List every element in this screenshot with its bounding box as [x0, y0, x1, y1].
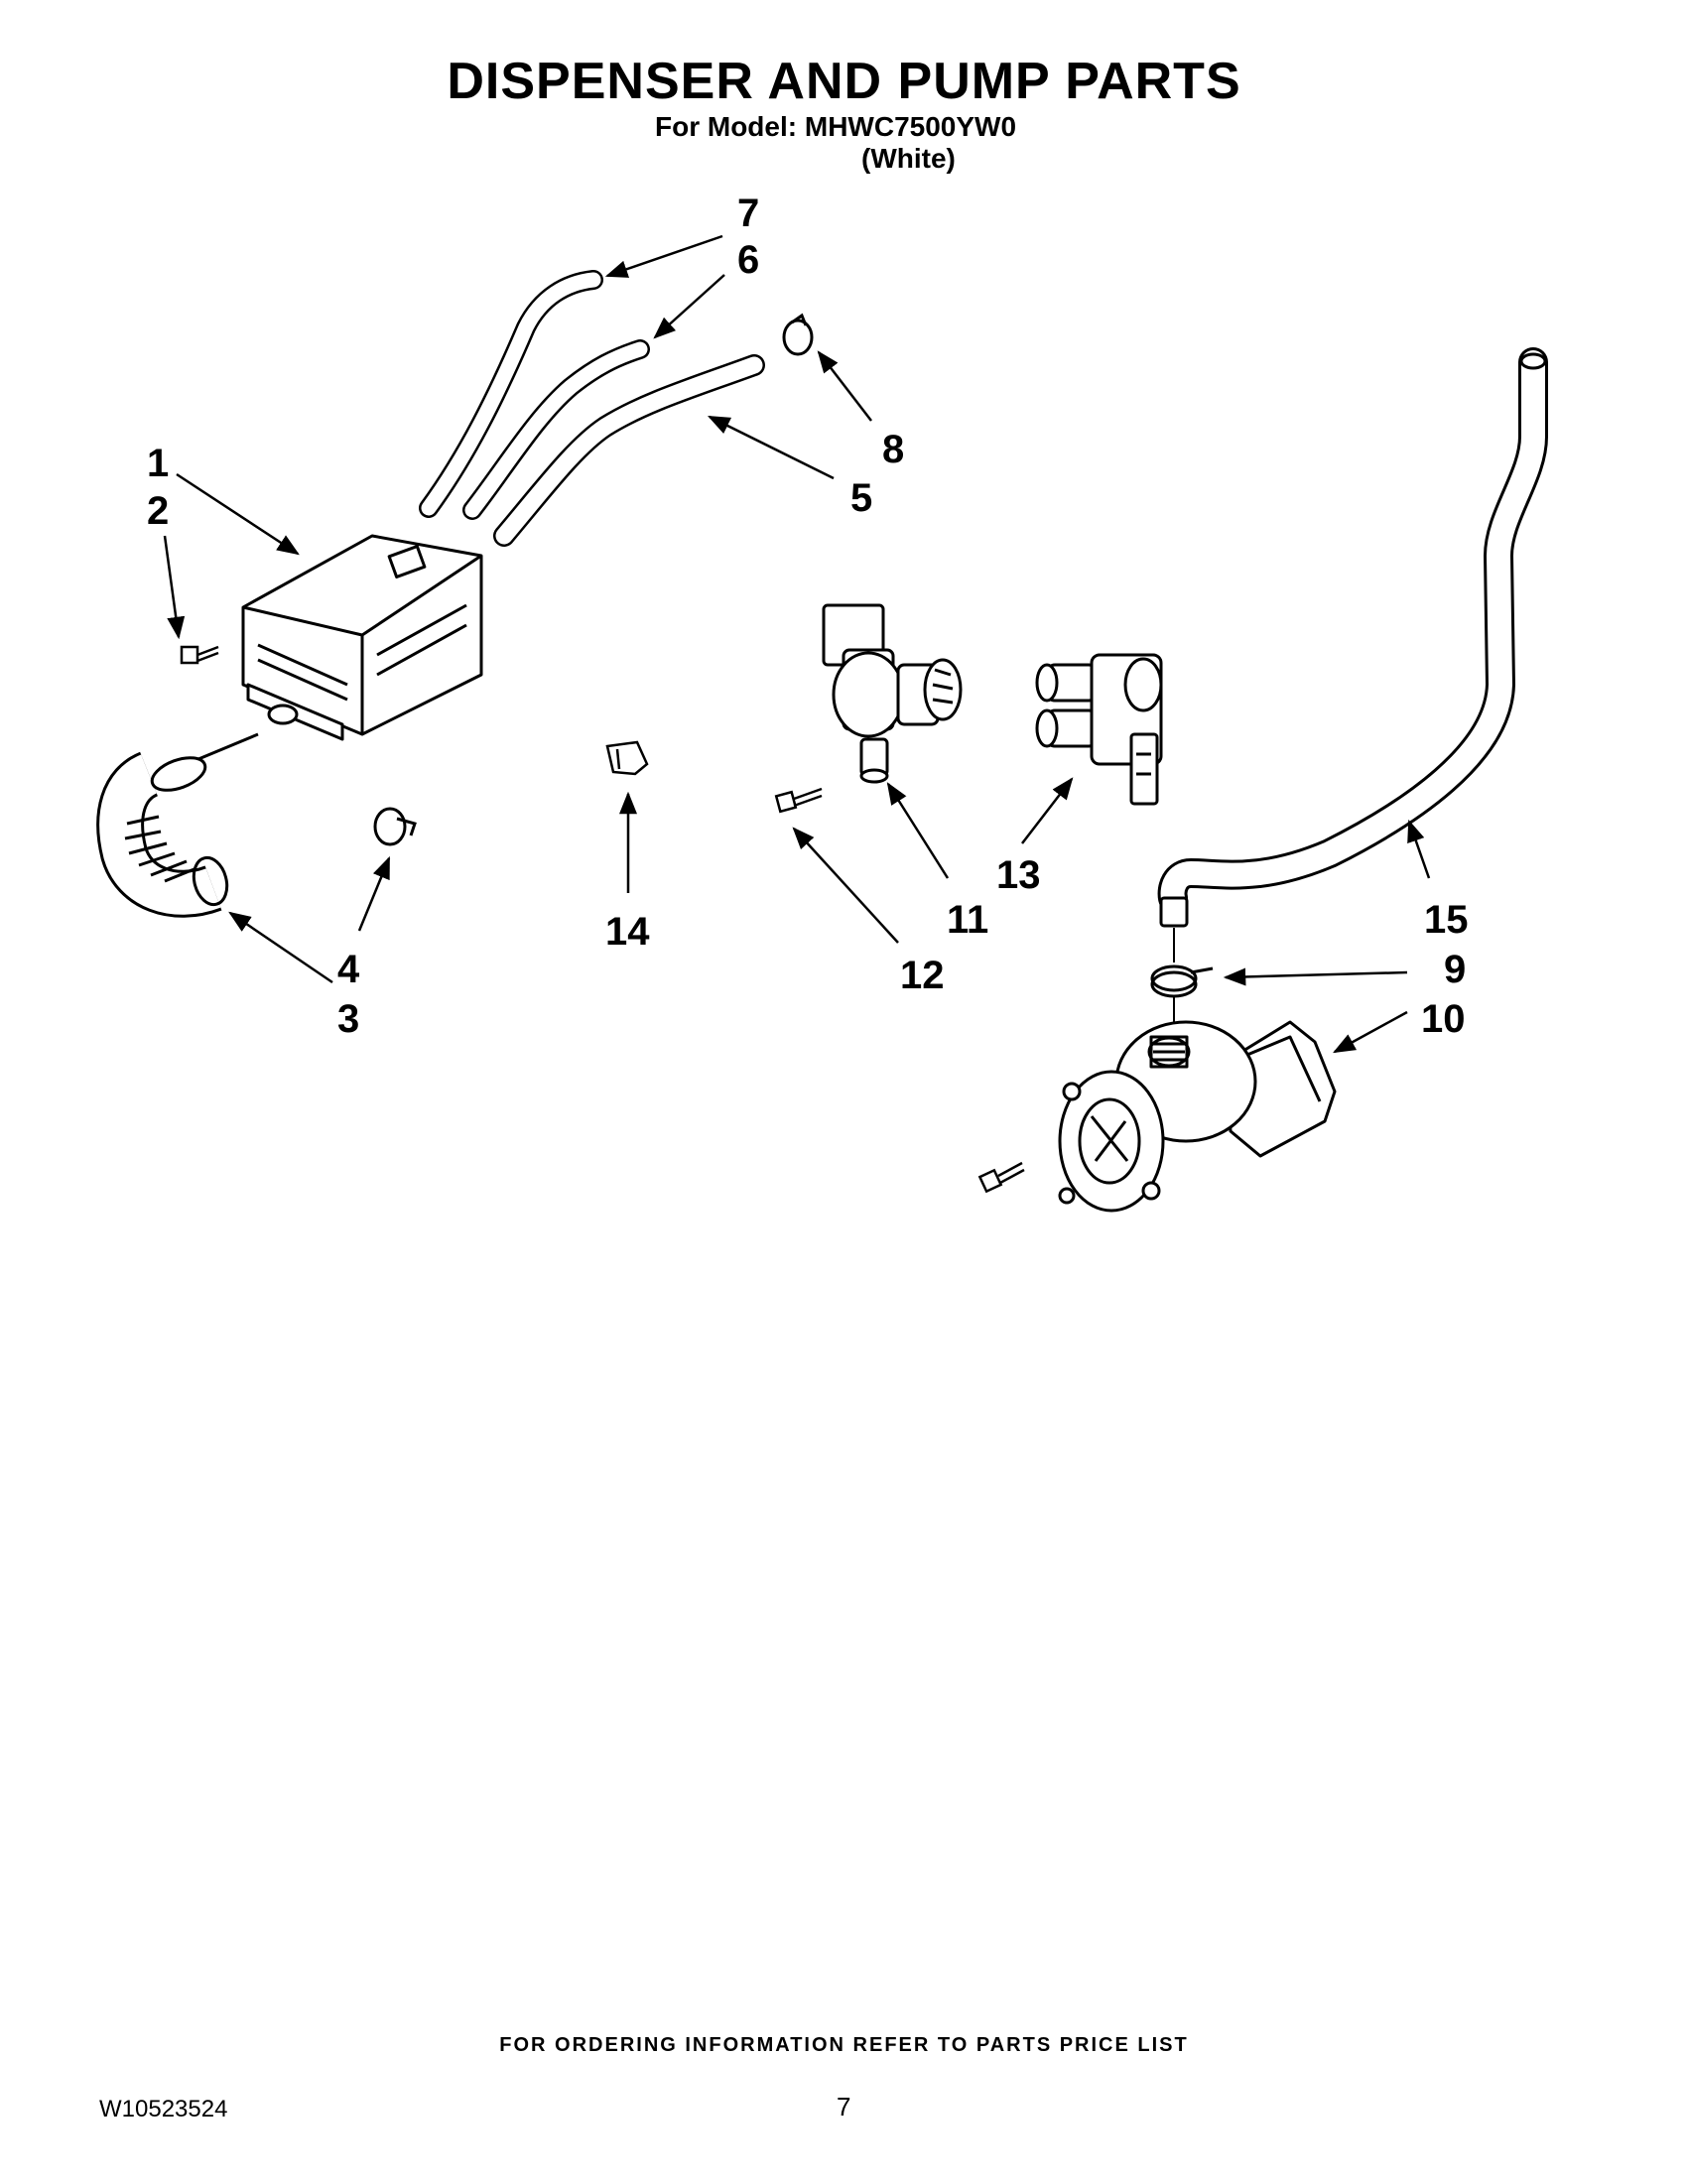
ordering-note: FOR ORDERING INFORMATION REFER TO PARTS …	[499, 2034, 1189, 2056]
inlet-hoses	[419, 270, 765, 547]
leader-8	[817, 350, 872, 422]
leader-9	[1223, 967, 1408, 986]
callout-9: 9	[1444, 948, 1466, 991]
leader-5	[707, 415, 835, 480]
leader-11	[886, 782, 950, 879]
leader-10	[1333, 1010, 1408, 1054]
screw-12	[774, 787, 823, 814]
leader-arrows	[163, 234, 1431, 1054]
page-title: DISPENSER AND PUMP PARTS	[447, 53, 1241, 110]
drain-hose-15	[1157, 347, 1548, 928]
inlet-hose-5	[493, 354, 765, 547]
leader-4	[357, 855, 391, 932]
callout-12: 12	[900, 954, 945, 997]
hose-clamp-9	[1150, 928, 1214, 1037]
document-number: W10523524	[99, 2096, 228, 2122]
inlet-hose-5-core	[495, 356, 763, 545]
clip-14	[605, 740, 649, 776]
callout-6: 6	[737, 238, 759, 282]
screw-pump	[977, 1161, 1025, 1194]
leader-12	[792, 827, 899, 944]
leader-1	[176, 472, 300, 556]
callout-7: 7	[737, 192, 759, 235]
callout-8: 8	[882, 428, 904, 471]
callout-labels: 7 6 8 5 1 2 4 3 14 13 11 12 15 9 10	[147, 192, 1469, 1041]
hose-clamp-8	[782, 313, 814, 356]
callout-13: 13	[996, 853, 1041, 897]
callout-4: 4	[337, 948, 360, 991]
model-line: For Model: MHWC7500YW0	[655, 111, 1017, 142]
dispenser-bellows-hose	[96, 732, 259, 918]
leader-13	[1021, 777, 1074, 844]
callout-15: 15	[1424, 898, 1469, 942]
callout-1: 1	[147, 442, 169, 485]
callout-2: 2	[147, 489, 169, 533]
water-valve-13	[1035, 653, 1163, 806]
drain-pump-10	[1058, 1020, 1337, 1213]
hose-clamp-4	[373, 807, 417, 846]
callout-5: 5	[850, 476, 872, 520]
color-variant: (White)	[861, 143, 956, 174]
leader-6	[653, 274, 725, 339]
inlet-hose-6-core	[464, 341, 648, 518]
water-valve-11	[822, 603, 963, 784]
callout-10: 10	[1421, 997, 1466, 1041]
page-number: 7	[837, 2092, 851, 2121]
screw-2	[180, 645, 219, 665]
callout-11: 11	[947, 898, 988, 942]
leader-2	[163, 535, 186, 640]
inlet-hose-7-core	[421, 272, 601, 516]
dispenser-assembly	[241, 534, 483, 741]
callout-3: 3	[337, 997, 359, 1041]
callout-14: 14	[605, 910, 650, 954]
leader-3	[228, 911, 333, 984]
leader-15	[1407, 819, 1431, 879]
leader-7	[604, 234, 723, 278]
